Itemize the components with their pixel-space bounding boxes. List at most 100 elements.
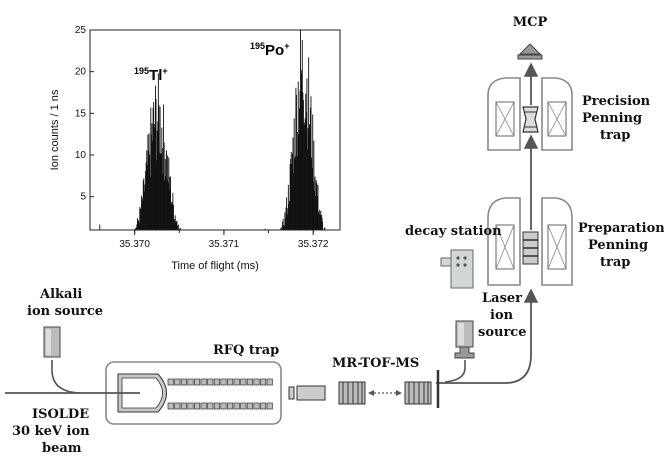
histogram-bar bbox=[324, 227, 326, 230]
histogram-bar bbox=[294, 158, 296, 230]
histogram-bar bbox=[157, 73, 159, 230]
histogram-bar bbox=[315, 196, 317, 230]
rfq-injection-electrode bbox=[117, 373, 167, 413]
histogram-bar bbox=[290, 151, 292, 230]
mrtof-mirror-right bbox=[404, 381, 432, 405]
histogram-bar bbox=[153, 102, 155, 230]
x-tick-label: 35.372 bbox=[298, 239, 329, 250]
histogram-bar bbox=[172, 204, 174, 230]
histogram-bar bbox=[142, 180, 144, 230]
histogram-bar bbox=[312, 114, 314, 230]
histogram-bar bbox=[157, 121, 159, 230]
histogram-bar bbox=[319, 214, 321, 230]
histogram-bar bbox=[152, 141, 153, 230]
rfq-rod-segment bbox=[227, 402, 234, 410]
laser-ion-source-label: Laser ion source bbox=[478, 291, 527, 340]
histogram-bar bbox=[298, 108, 300, 230]
histogram-bar bbox=[286, 214, 288, 230]
histogram-bar bbox=[136, 224, 138, 230]
precision-penning-trap bbox=[487, 77, 573, 151]
mrtof-mirror-left bbox=[338, 381, 366, 405]
histogram-bar bbox=[282, 221, 283, 230]
histogram-bar bbox=[138, 220, 140, 230]
histogram-bar bbox=[291, 164, 293, 230]
rfq-rod-segment bbox=[266, 378, 273, 386]
histogram-bar bbox=[164, 159, 166, 230]
histogram-bar bbox=[303, 122, 305, 230]
mcp-label: MCP bbox=[513, 15, 548, 30]
rfq-rod-segment bbox=[174, 402, 181, 410]
histogram-bar bbox=[152, 107, 154, 230]
histogram-bar bbox=[141, 197, 143, 230]
rfq-rod-segment bbox=[180, 378, 187, 386]
histogram-bar bbox=[161, 148, 163, 230]
histogram-bar bbox=[160, 154, 162, 230]
histogram-bar bbox=[280, 227, 282, 230]
histogram-bar bbox=[146, 150, 148, 230]
preparation-trap-label: Preparation Penning trap bbox=[578, 221, 664, 270]
histogram-bar bbox=[149, 154, 151, 230]
histogram-bar bbox=[170, 176, 171, 230]
histogram-bar bbox=[162, 174, 164, 230]
laser-beam-path bbox=[444, 360, 466, 383]
histogram-bar bbox=[292, 137, 294, 230]
histogram-bar bbox=[139, 206, 141, 230]
rfq-rod-segment bbox=[213, 402, 220, 410]
rfq-rod-segment bbox=[194, 378, 201, 386]
x-tick-label: 35.371 bbox=[209, 239, 240, 250]
histogram-bar bbox=[314, 190, 315, 230]
chart-x-axis-label: Time of flight (ms) bbox=[171, 260, 259, 272]
rfq-rod-segment bbox=[220, 378, 227, 386]
histogram-bar bbox=[163, 104, 165, 230]
histogram-bar bbox=[312, 181, 314, 230]
rfq-rod-segment bbox=[187, 402, 194, 410]
rfq-rod-segment bbox=[174, 378, 181, 386]
histogram-bar bbox=[138, 223, 140, 230]
histogram-bar bbox=[287, 208, 289, 230]
rfq-rod-segment bbox=[233, 402, 240, 410]
histogram-bar bbox=[304, 118, 306, 230]
histogram-bar bbox=[305, 112, 307, 230]
histogram-bar bbox=[172, 192, 174, 230]
histogram-bar bbox=[289, 164, 291, 230]
histogram-bar bbox=[178, 224, 180, 230]
histogram-bar bbox=[175, 221, 177, 230]
histogram-bar bbox=[135, 227, 137, 230]
histogram-bar bbox=[311, 157, 313, 230]
histogram-bar bbox=[310, 96, 312, 231]
histogram-bar bbox=[295, 87, 297, 230]
histogram-bar bbox=[313, 140, 315, 230]
alkali-ion-source-icon bbox=[43, 326, 61, 358]
rfq-rod-segment bbox=[207, 378, 214, 386]
decay-station-icon bbox=[440, 249, 474, 289]
rfq-rod-segment bbox=[180, 402, 187, 410]
histogram-bar bbox=[142, 200, 144, 230]
histogram-bar bbox=[308, 124, 310, 230]
rfq-rod-segment bbox=[253, 378, 260, 386]
histogram-bar bbox=[171, 202, 173, 230]
histogram-bar bbox=[175, 221, 177, 230]
histogram-bar bbox=[134, 228, 136, 230]
histogram-bar bbox=[299, 90, 301, 230]
rfq-rod-segment bbox=[200, 402, 207, 410]
histogram-bar bbox=[169, 189, 171, 230]
histogram-bar bbox=[177, 225, 178, 230]
histogram-bar bbox=[297, 131, 299, 230]
histogram-bar bbox=[307, 149, 308, 230]
histogram-bar bbox=[323, 227, 325, 230]
histogram-bar bbox=[316, 183, 318, 230]
histogram-bar bbox=[135, 228, 137, 230]
rfq-rod-segment bbox=[213, 378, 220, 386]
histogram-bar bbox=[318, 214, 320, 230]
rfq-rod-segment bbox=[167, 378, 174, 386]
histogram-bar bbox=[174, 219, 176, 230]
histogram-bar bbox=[168, 157, 170, 230]
histogram-bar bbox=[170, 204, 172, 230]
histogram-bar bbox=[173, 218, 175, 230]
histogram-bar bbox=[150, 134, 152, 230]
histogram-bar bbox=[159, 152, 160, 230]
histogram-bar bbox=[137, 218, 138, 230]
histogram-bar bbox=[304, 124, 306, 230]
histogram-bar bbox=[309, 107, 311, 230]
histogram-bar bbox=[166, 150, 167, 230]
